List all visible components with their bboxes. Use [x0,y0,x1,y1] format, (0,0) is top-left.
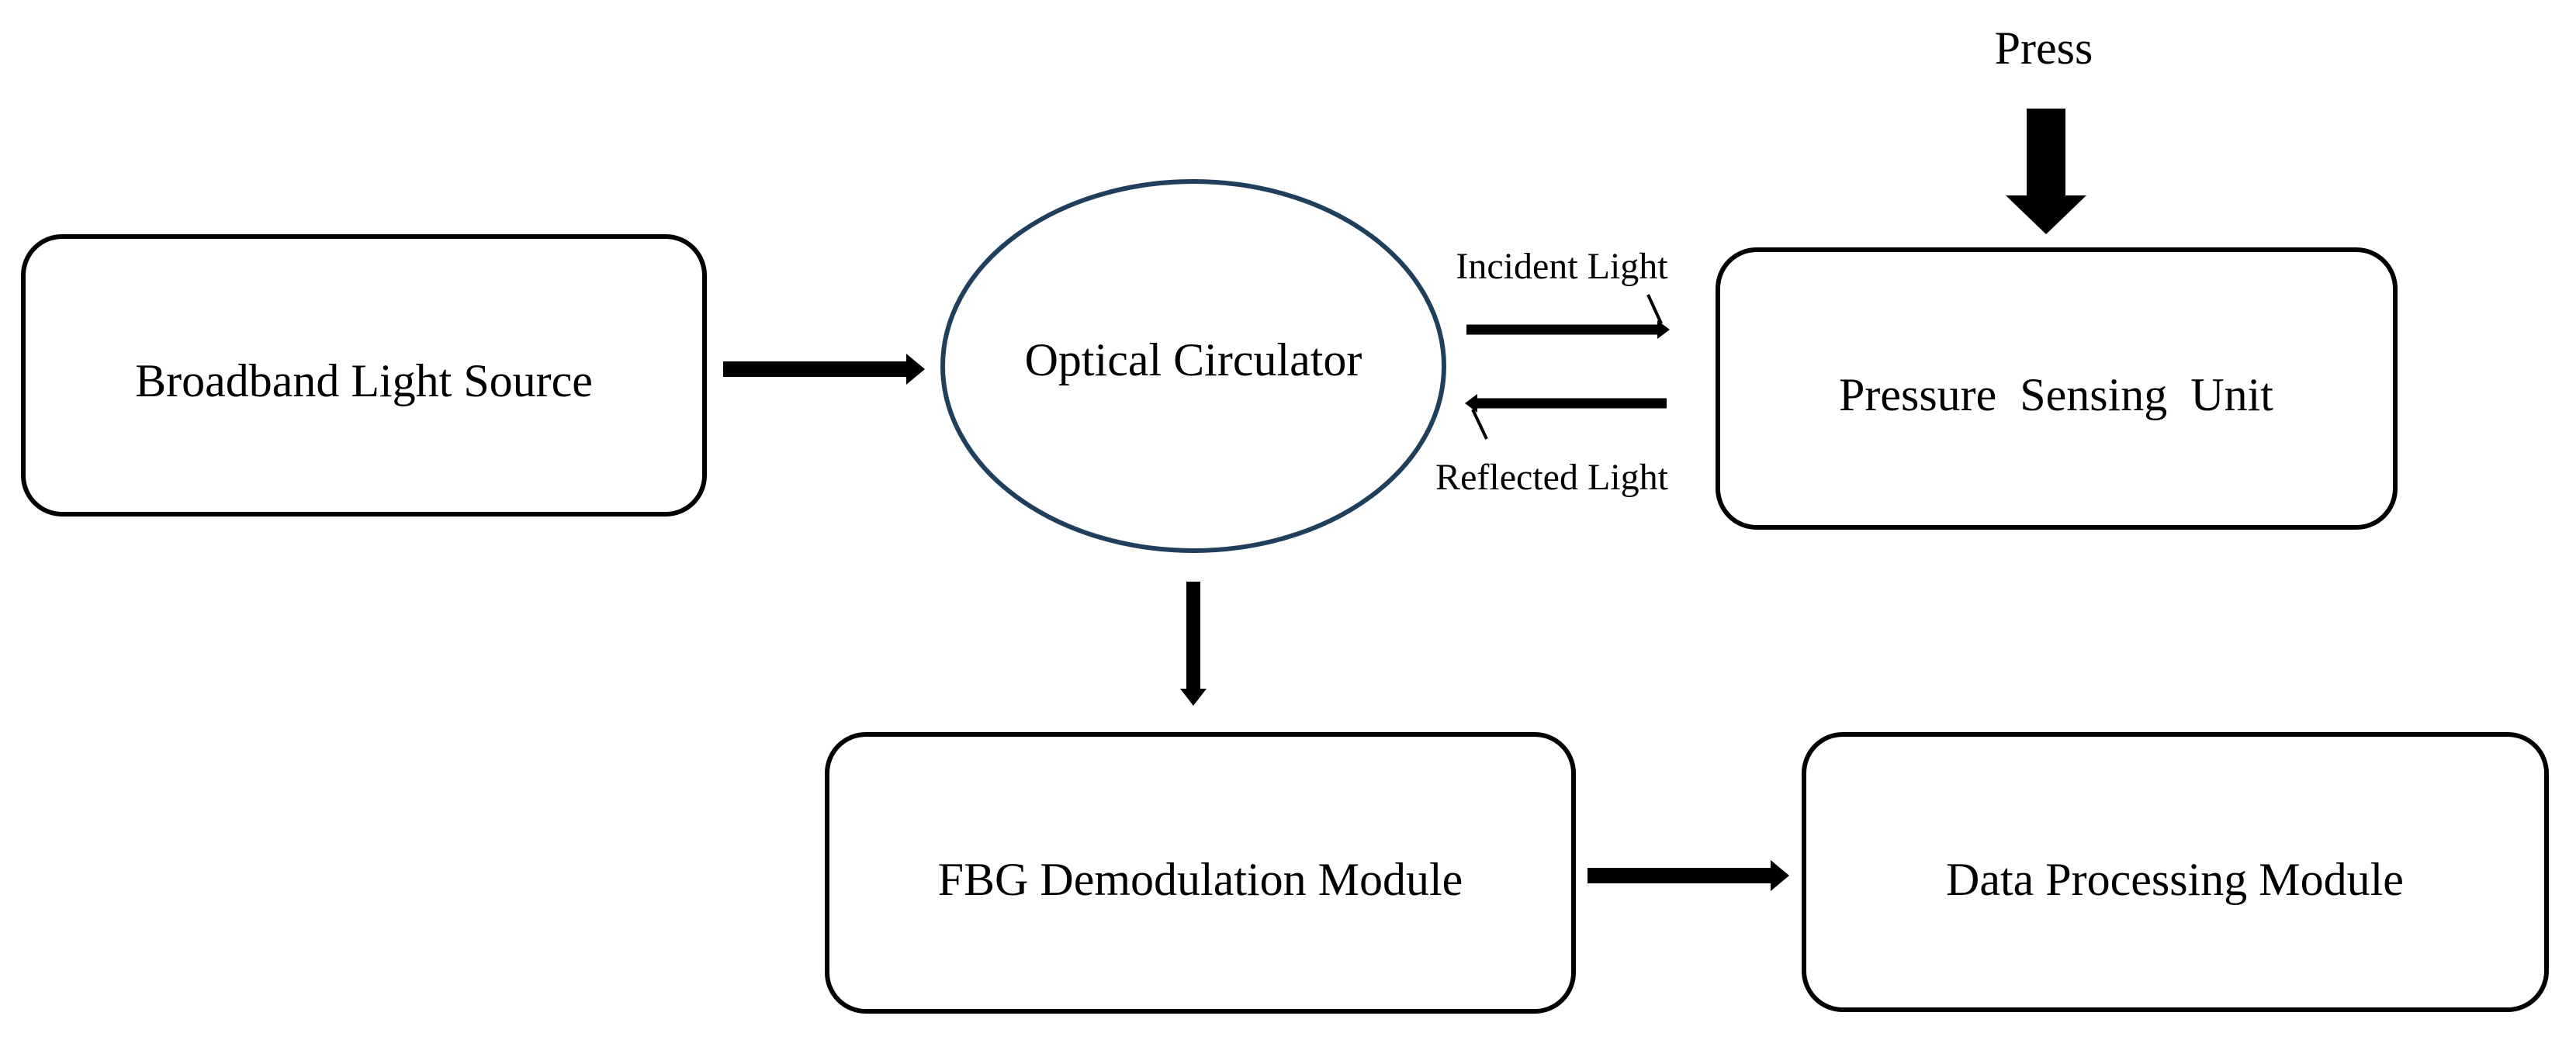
arrow-press [2006,109,2086,234]
pressure-sensing-unit-node: Pressure Sensing Unit [1716,247,2398,530]
optical-circulator-ellipse [940,179,1446,553]
arrow-demodulation-to-processing [1587,860,1789,891]
fbg-demodulation-module-label: FBG Demodulation Module [938,854,1463,905]
broadband-light-source-node: Broadband Light Source [21,234,707,517]
arrow-press-head [2006,195,2086,234]
arrow-incident-light-head [1657,320,1670,339]
arrow-demodulation-to-processing-head [1771,860,1789,891]
pressure-sensing-unit-label: Pressure Sensing Unit [1839,369,2273,420]
reflected-light-label: Reflected Light [1435,457,1669,498]
arrow-reflected-light-head [1465,394,1477,413]
fbg-demodulation-module-box [825,732,1576,1014]
optical-circulator-label: Optical Circulator [1025,334,1362,385]
arrow-source-to-circulator-head [906,354,925,385]
arrow-source-to-circulator [723,354,925,385]
press-label: Press [1995,22,2093,74]
pressure-sensing-unit-box [1716,247,2398,530]
arrow-incident-light [1466,294,1670,339]
broadband-light-source-label: Broadband Light Source [135,355,593,406]
data-processing-module-box [1802,732,2549,1012]
data-processing-module-node: Data Processing Module [1802,732,2549,1012]
arrow-incident-light-barb [1646,294,1663,324]
arrow-reflected-light-barb [1471,409,1488,440]
data-processing-module-label: Data Processing Module [1946,854,2404,905]
arrow-circulator-to-demodulation-head [1180,689,1207,706]
optical-circulator-node: Optical Circulator [940,179,1446,553]
incident-light-label: Incident Light [1456,246,1668,287]
arrow-circulator-to-demodulation [1180,582,1207,706]
arrow-press-shaft [2027,109,2065,197]
broadband-light-source-box [21,234,707,517]
arrow-reflected-light [1465,394,1667,440]
fbg-demodulation-module-node: FBG Demodulation Module [825,732,1576,1014]
